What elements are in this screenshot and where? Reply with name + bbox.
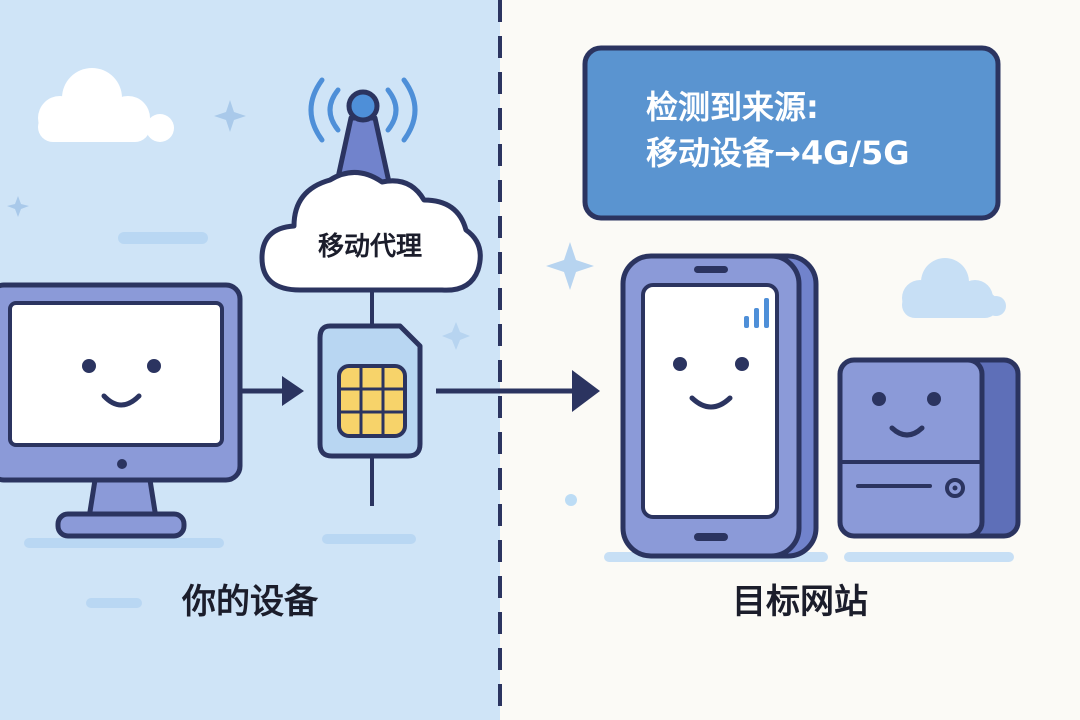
decor-dash (118, 232, 208, 244)
small-cloud-icon (902, 258, 1006, 318)
sparkle-icon (546, 242, 594, 290)
sim-card-icon (317, 323, 423, 459)
banner-line-2: 移动设备→4G/5G (646, 134, 910, 172)
smartphone-icon (620, 253, 819, 559)
sparkle-icon (214, 100, 246, 132)
your-device-label: 你的设备 (182, 582, 318, 622)
cloud-icon (259, 170, 483, 293)
decor-dash (322, 534, 416, 544)
target-site-label: 目标网站 (732, 582, 868, 622)
detection-banner (582, 45, 1001, 221)
mobile-proxy-label: 移动代理 (317, 232, 422, 262)
sparkle-icon (442, 322, 470, 350)
small-cloud-icon (38, 68, 174, 142)
decor-dot (565, 494, 577, 506)
detection-banner-text: 检测到来源: 移动设备→4G/5G (646, 84, 976, 176)
decor-dash (844, 552, 1014, 562)
decor-dash (86, 598, 142, 608)
arrow-right-icon (436, 370, 600, 412)
arrow-right-icon (240, 376, 304, 406)
server-icon (837, 357, 1021, 539)
sparkle-icon (7, 196, 29, 217)
decor-dash (24, 538, 224, 548)
signal-bars-icon (744, 298, 769, 328)
desktop-monitor-icon (0, 282, 243, 539)
banner-line-1: 检测到来源: (646, 88, 819, 126)
